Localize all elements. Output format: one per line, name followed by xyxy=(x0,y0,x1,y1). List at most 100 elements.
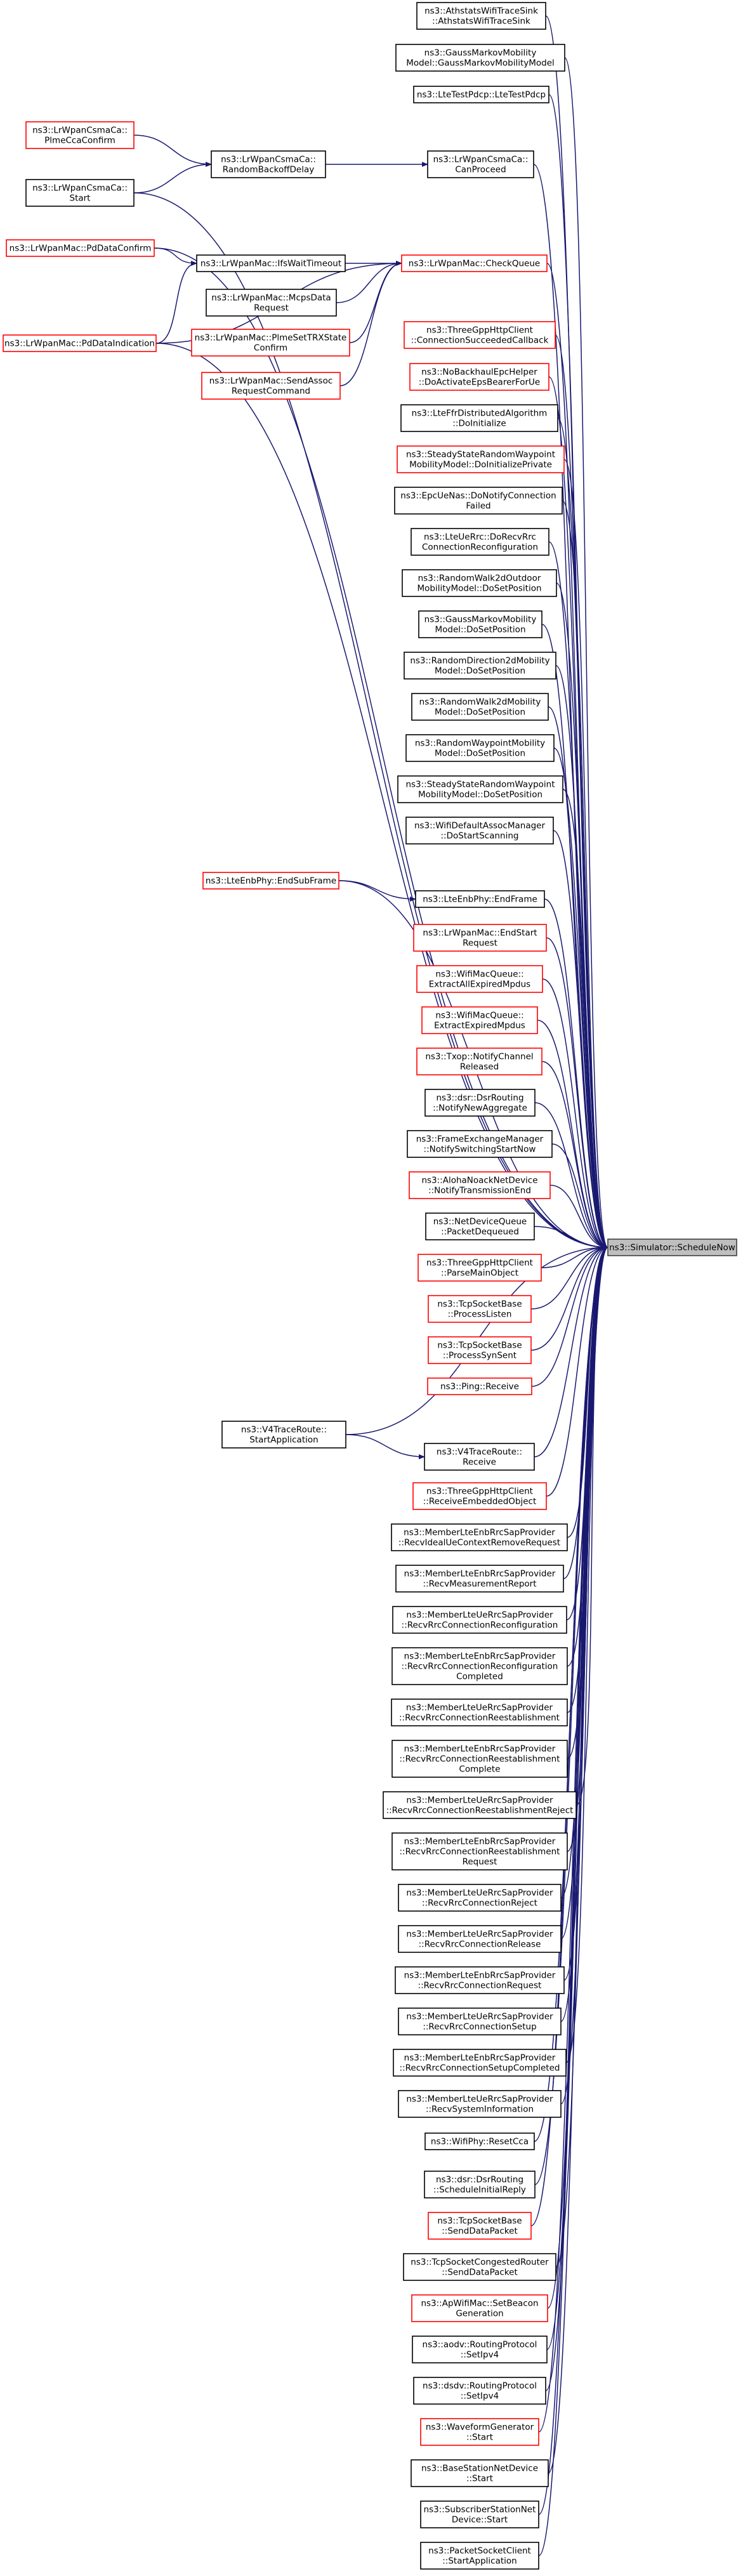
caller-node[interactable]: ns3::MemberLteEnbRrcSapProvider::RecvRrc… xyxy=(393,2049,567,2077)
caller-node[interactable]: ns3::dsr::DsrRouting::NotifyNewAggregate xyxy=(424,1089,536,1117)
caller-node[interactable]: ns3::SteadyStateRandomWaypointMobilityMo… xyxy=(397,775,563,803)
node-label-line: ns3::WifiMacQueue:: xyxy=(435,969,523,980)
caller-node[interactable]: ns3::NoBackhaulEpcHelper::DoActivateEpsB… xyxy=(409,363,549,391)
caller-node[interactable]: ns3::MemberLteEnbRrcSapProvider::RecvRrc… xyxy=(391,1832,568,1870)
caller-node[interactable]: ns3::LteFfrDistributedAlgorithm::DoIniti… xyxy=(400,404,558,432)
caller-node[interactable]: ns3::GaussMarkovMobilityModel::GaussMark… xyxy=(395,44,565,72)
node-label-line: MobilityModel::DoSetPosition xyxy=(417,584,541,594)
node-box xyxy=(424,2132,535,2150)
caller-node[interactable]: ns3::AlohaNoackNetDevice::NotifyTransmis… xyxy=(409,1171,551,1199)
caller-node[interactable]: ns3::LrWpanCsmaCa::Start xyxy=(25,179,135,207)
caller-node[interactable]: ns3::Ping::Receive xyxy=(427,1377,532,1395)
caller-node[interactable]: ns3::MemberLteEnbRrcSapProvider::RecvRrc… xyxy=(391,1740,568,1778)
caller-node[interactable]: ns3::dsr::DsrRouting::ScheduleInitialRep… xyxy=(424,2171,536,2198)
node-label-line: RandomBackoffDelay xyxy=(223,165,314,175)
caller-node[interactable]: ns3::WifiMacQueue::ExtractExpiredMpdus xyxy=(421,1006,538,1034)
caller-node[interactable]: ns3::V4TraceRoute::Receive xyxy=(424,1443,535,1471)
caller-node[interactable]: ns3::LteUeRrc::DoRecvRrcConnectionReconf… xyxy=(411,528,549,556)
node-box xyxy=(3,334,157,352)
caller-node[interactable]: ns3::LrWpanCsmaCa::PlmeCcaConfirm xyxy=(25,121,135,149)
caller-node[interactable]: ns3::LrWpanMac::PdDataIndication xyxy=(3,334,157,352)
node-label-line: ::RecvRrcConnectionReconfiguration xyxy=(402,1662,558,1672)
caller-node[interactable]: ns3::TcpSocketBase::ProcessListen xyxy=(428,1295,532,1323)
caller-node[interactable]: ns3::WifiDefaultAssocManager::DoStartSca… xyxy=(405,817,554,844)
node-label-line: ns3::TcpSocketBase xyxy=(437,2216,522,2226)
caller-node[interactable]: ns3::MemberLteUeRrcSapProvider::RecvSyst… xyxy=(398,2090,562,2118)
caller-node[interactable]: ns3::ThreeGppHttpClient::ReceiveEmbedded… xyxy=(412,1482,547,1510)
caller-node[interactable]: ns3::NetDeviceQueue::PacketDequeued xyxy=(425,1212,535,1240)
node-label-line: ns3::FrameExchangeManager xyxy=(416,1134,544,1145)
node-box xyxy=(413,2377,546,2405)
node-label-line: ns3::SteadyStateRandomWaypoint xyxy=(406,450,555,460)
node-label-line: ::SetIpv4 xyxy=(461,2391,499,2402)
caller-node[interactable]: ns3::MemberLteUeRrcSapProvider::RecvRrcC… xyxy=(398,1884,562,1912)
edge-n66-to-root xyxy=(548,1245,608,2474)
node-box xyxy=(416,965,543,993)
node-label-line: ns3::dsr::DsrRouting xyxy=(436,2175,523,2185)
caller-node[interactable]: ns3::TcpSocketCongestedRouter::SendDataP… xyxy=(403,2253,556,2281)
caller-node[interactable]: ns3::LrWpanMac::CheckQueue xyxy=(401,254,548,272)
node-box xyxy=(398,2090,562,2118)
caller-node[interactable]: ns3::MemberLteEnbRrcSapProvider::RecvRrc… xyxy=(391,1647,568,1685)
node-box xyxy=(412,1482,547,1510)
caller-node[interactable]: ns3::aodv::RoutingProtocol::SetIpv4 xyxy=(412,2336,548,2363)
caller-node[interactable]: ns3::dsdv::RoutingProtocol::SetIpv4 xyxy=(413,2377,546,2405)
caller-node[interactable]: ns3::AthstatsWifiTraceSink::AthstatsWifi… xyxy=(416,2,546,30)
caller-node[interactable]: ns3::TcpSocketBase::SendDataPacket xyxy=(428,2212,532,2240)
caller-node[interactable]: ns3::LrWpanCsmaCa::RandomBackoffDelay xyxy=(211,150,326,178)
node-label-line: ::ScheduleInitialReply xyxy=(433,2185,526,2195)
caller-node[interactable]: ns3::RandomWalk2dOutdoorMobilityModel::D… xyxy=(402,569,557,597)
node-box xyxy=(391,1647,568,1685)
caller-node[interactable]: ns3::MemberLteEnbRrcSapProvider::RecvRrc… xyxy=(395,1966,565,1994)
caller-node[interactable]: ns3::ThreeGppHttpClient::ConnectionSucce… xyxy=(404,321,556,349)
caller-node[interactable]: ns3::MemberLteUeRrcSapProvider::RecvRrcC… xyxy=(391,1699,568,1726)
edge-n20-to-root xyxy=(556,582,608,1250)
caller-node[interactable]: ns3::MemberLteEnbRrcSapProvider::RecvMea… xyxy=(395,1565,564,1593)
caller-node[interactable]: ns3::RandomDirection2dMobilityModel::DoS… xyxy=(404,652,556,680)
caller-node[interactable]: ns3::LteEnbPhy::EndFrame xyxy=(415,890,545,908)
caller-node[interactable]: ns3::ThreeGppHttpClient::ParseMainObject xyxy=(418,1254,542,1282)
caller-node[interactable]: ns3::MemberLteUeRrcSapProvider::RecvRrcC… xyxy=(383,1791,577,1819)
caller-node[interactable]: ns3::BaseStationNetDevice::Start xyxy=(411,2459,549,2487)
node-label-line: ns3::LrWpanMac::SendAssoc xyxy=(209,376,333,386)
node-label-line: ::RecvRrcConnectionRequest xyxy=(418,1981,542,1991)
caller-node[interactable]: ns3::MemberLteEnbRrcSapProvider::RecvIde… xyxy=(391,1523,568,1551)
caller-node[interactable]: ns3::V4TraceRoute::StartApplication xyxy=(221,1421,346,1449)
caller-node[interactable]: ns3::LteTestPdcp::LteTestPdcp xyxy=(413,86,549,103)
node-label-line: ns3::LteTestPdcp::LteTestPdcp xyxy=(417,90,546,100)
nodes-layer: ns3::AthstatsWifiTraceSink::AthstatsWifi… xyxy=(3,2,737,2570)
caller-node[interactable]: ns3::PacketSocketClient::StartApplicatio… xyxy=(420,2542,539,2570)
caller-node[interactable]: ns3::RandomWalk2dMobilityModel::DoSetPos… xyxy=(411,693,549,721)
caller-node[interactable]: ns3::SteadyStateRandomWaypointMobilityMo… xyxy=(397,445,565,473)
caller-node[interactable]: ns3::LteEnbPhy::EndSubFrame xyxy=(202,872,339,890)
node-label-line: StartApplication xyxy=(249,1435,318,1445)
caller-node[interactable]: ns3::TcpSocketBase::ProcessSynSent xyxy=(428,1336,532,1364)
node-label-line: ::ProcessListen xyxy=(448,1310,512,1320)
node-box xyxy=(427,1377,532,1395)
caller-node[interactable]: ns3::RandomWaypointMobilityModel::DoSetP… xyxy=(405,734,555,762)
caller-node[interactable]: ns3::WaveformGenerator::Start xyxy=(420,2418,539,2446)
caller-node[interactable]: ns3::GaussMarkovMobilityModel::DoSetPosi… xyxy=(418,610,542,638)
node-box xyxy=(393,2049,567,2077)
edge-n24-to-root xyxy=(553,747,608,1250)
node-label-line: ns3::Simulator::ScheduleNow xyxy=(609,1243,735,1253)
caller-node[interactable]: ns3::LrWpanCsmaCa::CanProceed xyxy=(427,150,534,178)
caller-node[interactable]: ns3::WifiMacQueue::ExtractAllExpiredMpdu… xyxy=(416,965,543,993)
caller-node[interactable]: ns3::LrWpanMac::PdDataConfirm xyxy=(6,239,155,257)
caller-node[interactable]: ns3::WifiPhy::ResetCca xyxy=(424,2132,535,2150)
node-label-line: ns3::RandomWaypointMobility xyxy=(415,739,545,749)
caller-node[interactable]: ns3::MemberLteUeRrcSapProvider::RecvRrcC… xyxy=(392,1606,567,1634)
caller-node[interactable]: ns3::LrWpanMac::IfsWaitTimeout xyxy=(196,254,346,272)
caller-node[interactable]: ns3::FrameExchangeManager::NotifySwitchi… xyxy=(407,1130,553,1158)
caller-node[interactable]: ns3::MemberLteUeRrcSapProvider::RecvRrcC… xyxy=(398,2008,562,2035)
caller-node[interactable]: ns3::MemberLteUeRrcSapProvider::RecvRrcC… xyxy=(398,1925,562,1953)
node-label-line: ::SendDataPacket xyxy=(442,2226,518,2237)
